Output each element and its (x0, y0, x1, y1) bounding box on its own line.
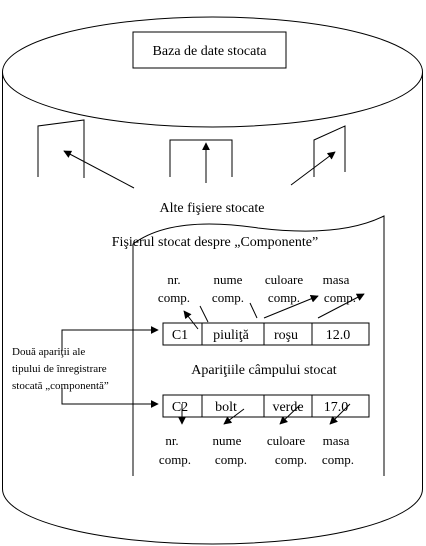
record-1-cell: C1 (172, 328, 188, 343)
other-files-label: Alte fişiere stocate (160, 201, 265, 216)
occurrences-label-line2: tipului de înregistrare (12, 363, 107, 375)
bottom-field-labels: nr. comp. nume comp. culoare comp. masa … (159, 433, 354, 467)
occurrences-label-line3: stocată „componentă” (12, 380, 109, 392)
record-2-cell: 17.0 (324, 400, 349, 415)
bottom-arrow-3 (279, 404, 301, 425)
arrow-to-record-2 (61, 388, 159, 408)
arrow-to-right-file (290, 151, 336, 186)
bottom-arrow-2 (223, 408, 245, 425)
arrow-to-record-1 (61, 326, 159, 350)
database-title: Baza de date stocata (153, 44, 268, 59)
cylinder-top-ellipse (2, 16, 423, 128)
other-file-left (37, 119, 85, 178)
record-1-cell: 12.0 (326, 328, 351, 343)
occurrences-label-line1: Două apariţii ale (12, 346, 85, 358)
bottom-field-label-line2: comp. (275, 452, 307, 467)
database-title-box (132, 31, 287, 69)
top-pointer-1 (199, 305, 209, 323)
top-field-label-line1: masa (323, 272, 350, 287)
record-2-cell: bolt (215, 400, 237, 415)
cylinder-bottom-arc (2, 488, 423, 545)
database-cylinder (2, 16, 423, 545)
top-pointer-2 (249, 302, 258, 319)
top-field-label-line2: comp. (212, 290, 244, 305)
top-arrow-1 (183, 310, 199, 330)
record-1-cell: piuliţă (213, 328, 250, 343)
top-field-labels: nr. comp. nume comp. culoare comp. masa … (158, 272, 356, 305)
component-file-outline (132, 215, 385, 476)
top-field-label-line2: comp. (158, 290, 190, 305)
record-2-cell: C2 (172, 400, 188, 415)
bottom-field-label-line1: nume (213, 433, 242, 448)
bottom-arrow-4 (329, 403, 351, 425)
top-field-label-line1: nume (214, 272, 243, 287)
stored-file-label: Fişierul stocat despre „Componente” (112, 235, 318, 250)
bottom-field-label-line1: nr. (165, 433, 178, 448)
field-occurrences-label: Apariţiile câmpului stocat (191, 363, 337, 378)
top-field-label-line2: comp. (268, 290, 300, 305)
arrow-to-left-file (63, 150, 135, 189)
record-2: C2 bolt verde 17.0 (162, 394, 370, 418)
bottom-field-label-line2: comp. (159, 452, 191, 467)
other-file-right (313, 125, 346, 177)
record-1-cell: roşu (274, 328, 298, 343)
top-arrow-4 (317, 293, 365, 319)
bottom-field-label-line1: culoare (267, 433, 305, 448)
top-field-label-line2: comp. (324, 290, 356, 305)
top-field-label-line1: culoare (265, 272, 303, 287)
bottom-field-label-line2: comp. (322, 452, 354, 467)
record-1: C1 piuliţă roşu 12.0 (162, 322, 370, 346)
record-2-cell: verde (272, 400, 303, 415)
top-arrow-3 (263, 295, 319, 319)
top-field-label-line1: nr. (167, 272, 180, 287)
bottom-field-label-line1: masa (323, 433, 350, 448)
other-file-middle (169, 139, 233, 177)
bottom-field-label-line2: comp. (215, 452, 247, 467)
